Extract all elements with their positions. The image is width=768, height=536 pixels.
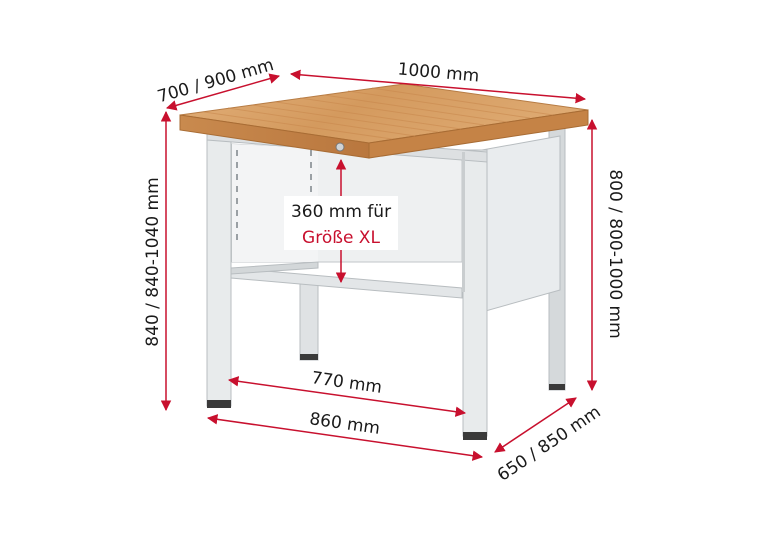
arrow-inner-width <box>227 376 467 417</box>
lower-frame-side <box>230 261 319 275</box>
arrow-frame-depth <box>494 397 577 453</box>
front-right-leg <box>462 149 488 437</box>
dimension-arrows <box>160 69 598 461</box>
clearance-note-line1: 360 mm für <box>291 202 391 222</box>
arrow-top-depth <box>165 73 281 111</box>
front-right-foot <box>463 432 487 440</box>
label-top-depth: 700 / 900 mm <box>155 55 276 107</box>
workbench <box>179 83 589 440</box>
clearance-note-bg <box>284 196 398 250</box>
label-height-left: 840 / 840-1040 mm <box>143 177 163 346</box>
back-right-foot <box>549 384 565 390</box>
lock-icon <box>335 142 345 152</box>
label-top-width: 1000 mm <box>397 59 480 86</box>
back-left-leg <box>299 279 319 361</box>
label-height-right: 800 / 800-1000 mm <box>605 169 625 338</box>
front-left-foot <box>207 400 231 408</box>
side-panel <box>481 135 561 313</box>
clearance-note-line2: Größe XL <box>302 228 380 248</box>
arrow-frame-width <box>206 414 484 461</box>
label-frame-depth: 650 / 850 mm <box>494 402 605 486</box>
cabinet-right-post <box>462 152 465 292</box>
back-left-foot <box>300 354 318 360</box>
front-left-leg <box>206 129 232 407</box>
arrow-top-width <box>289 69 587 104</box>
lower-frame-rail <box>230 267 463 299</box>
